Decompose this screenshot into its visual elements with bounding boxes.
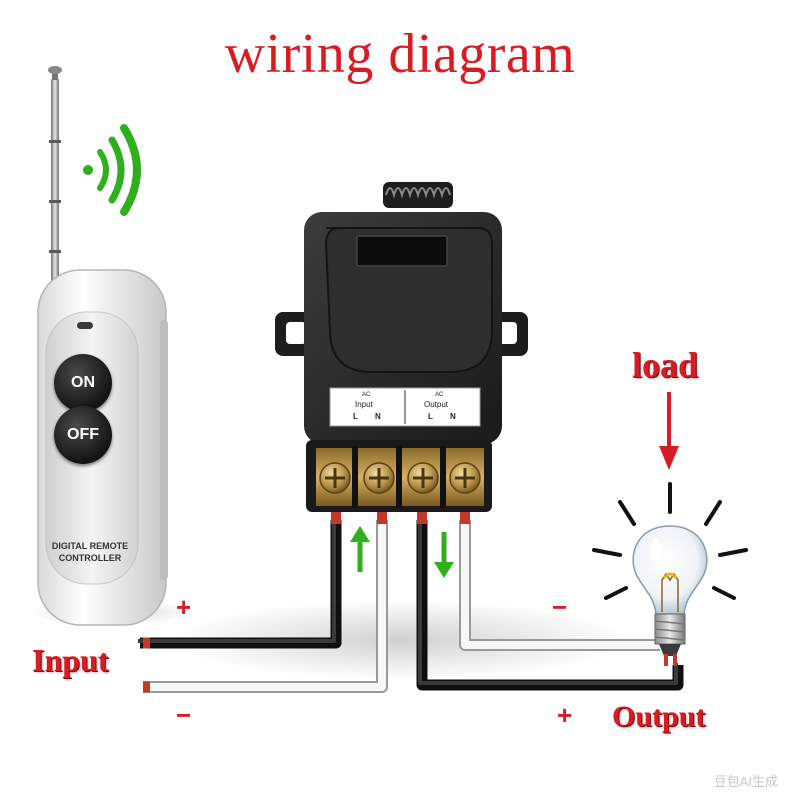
signal-waves-icon bbox=[83, 124, 141, 216]
output-wire-positive bbox=[416, 518, 684, 691]
terminal-screw-4 bbox=[449, 462, 481, 494]
terminal-l-2: L bbox=[428, 412, 433, 421]
load-label: load bbox=[632, 345, 699, 385]
load-arrow bbox=[659, 392, 679, 470]
terminal-l-1: L bbox=[353, 412, 358, 421]
input-minus-sign: − bbox=[176, 700, 192, 730]
output-flow-arrow bbox=[434, 532, 454, 578]
output-plus-sign: + bbox=[557, 700, 573, 730]
relay-antenna-coil bbox=[383, 182, 453, 208]
terminal-ac-1: AC bbox=[362, 392, 371, 398]
terminal-output-label: Output bbox=[424, 400, 449, 409]
terminal-input-label: Input bbox=[355, 400, 373, 409]
input-label: Input bbox=[32, 642, 109, 678]
diagram-title: wiring diagram bbox=[224, 23, 576, 85]
output-label: Output bbox=[612, 700, 706, 733]
remote-brand-line-1: DIGITAL REMOTE bbox=[51, 541, 129, 551]
terminal-screw-2 bbox=[363, 462, 395, 494]
off-button[interactable]: OFF bbox=[54, 406, 112, 464]
output-minus-sign: − bbox=[552, 592, 568, 622]
input-wire-positive bbox=[138, 518, 342, 649]
on-button[interactable]: ON bbox=[54, 354, 112, 412]
input-flow-arrow bbox=[350, 526, 370, 572]
relay-module bbox=[275, 182, 528, 512]
input-plus-sign: + bbox=[176, 592, 192, 622]
output-wire-negative bbox=[459, 520, 660, 651]
terminal-screw-3 bbox=[407, 462, 439, 494]
terminal-ac-2: AC bbox=[435, 392, 444, 398]
terminal-n-2: N bbox=[450, 412, 456, 421]
remote-brand-line-2: CONTROLLER bbox=[58, 553, 122, 563]
terminal-n-1: N bbox=[375, 412, 381, 421]
terminal-screw-1 bbox=[319, 462, 351, 494]
antenna bbox=[51, 78, 59, 290]
watermark: 豆包AI生成 bbox=[713, 774, 778, 789]
input-wire-negative bbox=[143, 520, 388, 693]
light-bulb-icon bbox=[592, 482, 748, 666]
